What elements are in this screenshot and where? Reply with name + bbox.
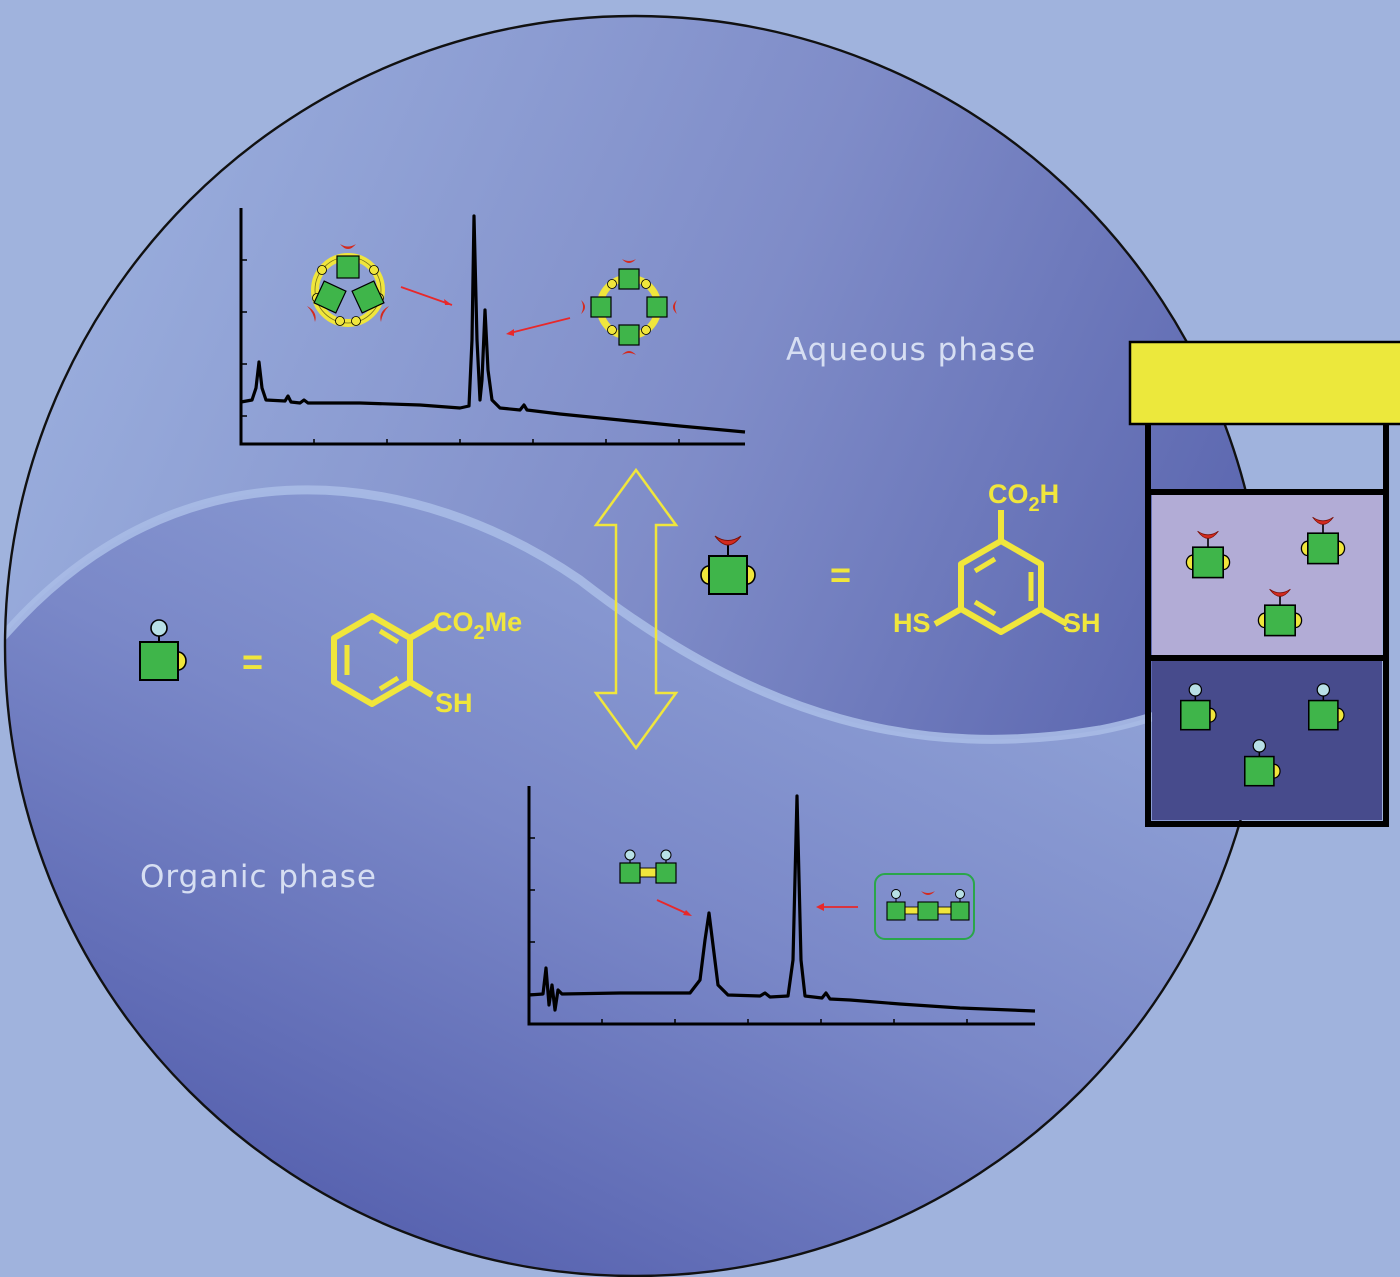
aqueous-co2h-label: CO2H [988, 479, 1059, 516]
aqueous-trace [240, 214, 746, 434]
double-headed-arrow-icon [593, 467, 679, 751]
dimer-arrow [656, 899, 689, 915]
organic-trace [528, 794, 1036, 1013]
aqueous-sh-label: SH [1063, 608, 1101, 638]
aqueous-chromatogram [239, 208, 746, 446]
funnel-organic-layer [1152, 660, 1382, 820]
aqueous-benzene-ring-icon [933, 510, 1069, 635]
aqueous-hs-label: HS [893, 608, 931, 638]
organic-phase-label: Organic phase [140, 859, 377, 895]
aqueous-equals: = [830, 554, 851, 595]
dimer-icon [619, 849, 677, 884]
linear-trimer-icon [874, 873, 975, 940]
organic-chromatogram [527, 786, 1036, 1026]
trimer-arrow [400, 286, 453, 306]
funnel-cap [1128, 340, 1400, 426]
trimer-macrocycle-icon [307, 244, 389, 327]
organic-sh-label: SH [435, 688, 473, 718]
tetramer-arrow [509, 317, 571, 334]
organic-equals: = [242, 641, 263, 682]
organic-region [5, 489, 1265, 1276]
organic-benzene-ring-icon [331, 613, 438, 707]
organic-co2me-label: CO2Me [433, 607, 522, 644]
aqueous-phase-label: Aqueous phase [786, 332, 1036, 368]
separating-funnel-icon [1128, 340, 1400, 827]
tetramer-macrocycle-icon [581, 259, 677, 355]
